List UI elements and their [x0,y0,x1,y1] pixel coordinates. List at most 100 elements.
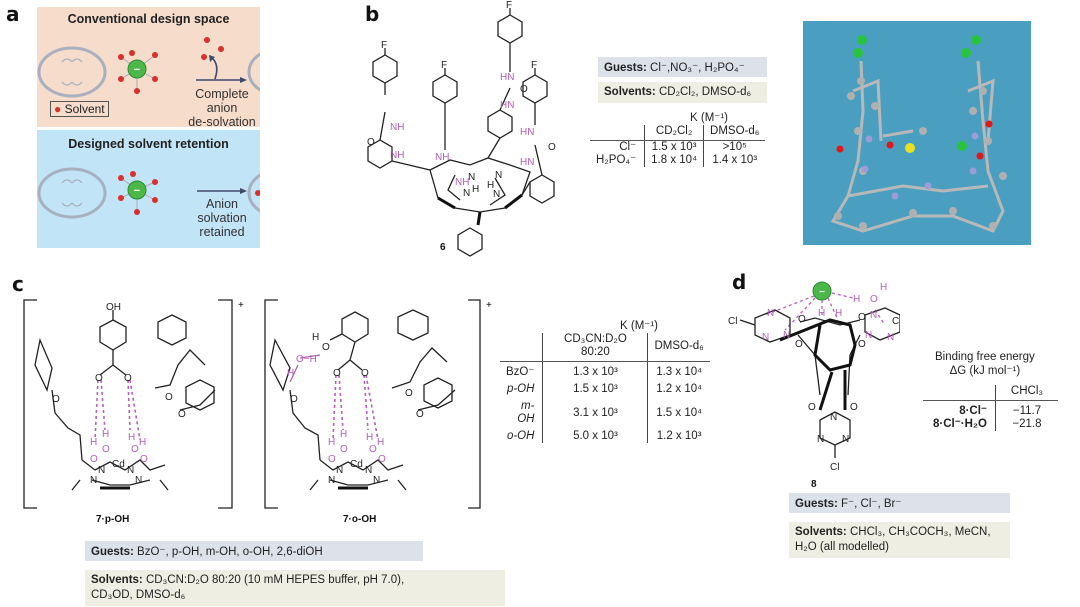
atom-label: O [333,368,341,379]
table-cell: >10⁵ [722,141,747,153]
structure-mark [391,160,431,171]
row-label: p-OH [500,379,544,396]
atom-label: O [548,142,556,153]
structure-mark [152,179,158,185]
empty-receptor-icon [37,46,107,98]
atom-label: N [887,332,894,343]
structure-mark [152,52,158,58]
table-row: 8·Cl⁻ −11.7 [923,400,1058,418]
atom-label: O [52,394,60,405]
7o-atom-labels: H O O−H H O O O O O H O H O H O H O Cd N… [287,332,424,486]
atom-label: F [381,40,387,51]
atom-label: HN [500,72,514,83]
table-row: H₂PO₄⁻ 1.8 x 10⁴ 1.4 x 10³ [590,154,765,167]
structure-mark [861,132,979,200]
atom-label: H [472,184,479,195]
atom-label: H [90,437,97,448]
structure-mark [23,299,37,509]
atom-label: F [506,0,512,11]
structure-mark [891,192,899,200]
compound-8-structure: − Cl Cl Cl N N N N N N N N N O O O O O O… [728,281,900,473]
atom-label: O [102,444,110,455]
crystal-structure-image [803,21,1031,245]
structure-mark [349,359,363,371]
structure-mark [240,188,247,194]
structure-mark [871,102,879,110]
table-row: m-OH 3.1 x 10³ 1.5 x 10⁴ [500,396,710,426]
column-header: DMSO-d₆ [647,333,710,362]
panel-label-b: b [365,2,380,26]
8-atom-labels: Cl Cl Cl N N N N N N N N N O O O O O O H… [728,282,900,473]
solvents-value: CD₂Cl₂, DMSO-d₆ [658,86,752,98]
table-cell: 1.4 x 10³ [712,154,758,166]
crystal-structure-render [830,35,1007,233]
atom-label: O [858,339,866,350]
atom-labels: F F F F HN HN O NH NH O HN HN O NH NH N … [367,0,556,200]
guests-label: Guests: [795,498,838,510]
atom-label: O [870,294,878,305]
structure-mark [429,157,531,213]
structure-mark [961,48,971,58]
structure-mark [112,364,127,376]
structure-mark [37,46,107,98]
atom-label: OH [106,302,121,313]
structure-mark [264,299,278,509]
structure-mark [332,374,379,441]
desc-line: Complete [195,87,249,101]
structure-mark [499,87,511,111]
atom-label: Cd [112,459,125,470]
atom-label: H [835,308,842,319]
solvent-dot-icon: ● [54,102,62,116]
atom-label: HN [500,100,514,111]
structure-mark [861,165,869,173]
7o-hbonds [332,374,379,441]
atom-label: O−H [296,354,317,365]
structure-mark [818,370,847,411]
solvents-label: Solvents: [604,86,656,98]
structure-mark [847,184,989,198]
table-row: p-OH 1.5 x 10³ 1.2 x 10⁴ [500,379,710,396]
column-header: CD₂Cl₂ [644,125,705,141]
structure-mark [118,195,124,201]
structure-mark [134,88,140,94]
structure-mark [836,120,993,160]
structure-mark [834,77,1007,230]
atom-label: N [870,310,877,321]
structure-mark [437,193,523,226]
compound-6-label: 6 [440,242,446,253]
table-cell: 1.5 x 10³ [542,379,649,396]
structure-mark [447,174,506,206]
structure-mark [94,379,141,441]
row-label: m-OH [500,396,544,426]
structure-mark [247,173,260,213]
solvent-legend: ● Solvent [50,101,109,117]
table-cell: 1.2 x 10⁴ [656,383,703,395]
atom-label: H [287,368,294,379]
structure-mark [999,172,1007,180]
panel-a-conventional-section: Conventional design space − [37,7,260,129]
atom-label: N [865,330,872,341]
atom-label: N [495,170,502,181]
structure-mark [289,347,456,461]
structure-mark [367,139,393,169]
aryl-rings [367,8,555,257]
guests-value: BzO⁻, p-OH, m-OH, o-OH, 2,6-diOH [137,546,323,558]
atom-label: O [140,454,148,465]
atom-label: O [369,444,377,455]
bracket-left-7o [264,299,481,509]
atom-label: H [128,432,135,443]
structure-mark [134,209,140,215]
structure-mark [341,311,369,343]
7o-water-bonds [289,354,321,383]
atom-label: H [366,432,373,443]
structure-mark [909,209,917,217]
panel-d-guests-box: Guests: F⁻, Cl⁻, Br⁻ [789,493,1010,513]
atom-label: N [373,475,380,486]
atom-label: Cd [350,459,363,470]
row-label: 8·Cl⁻ [923,400,996,418]
legend-label: Solvent [64,102,105,116]
desolvation-description: Complete anion de-solvation [187,87,257,129]
structure-mark [457,227,483,257]
structure-mark [969,107,977,115]
atom-label: N [493,189,500,200]
